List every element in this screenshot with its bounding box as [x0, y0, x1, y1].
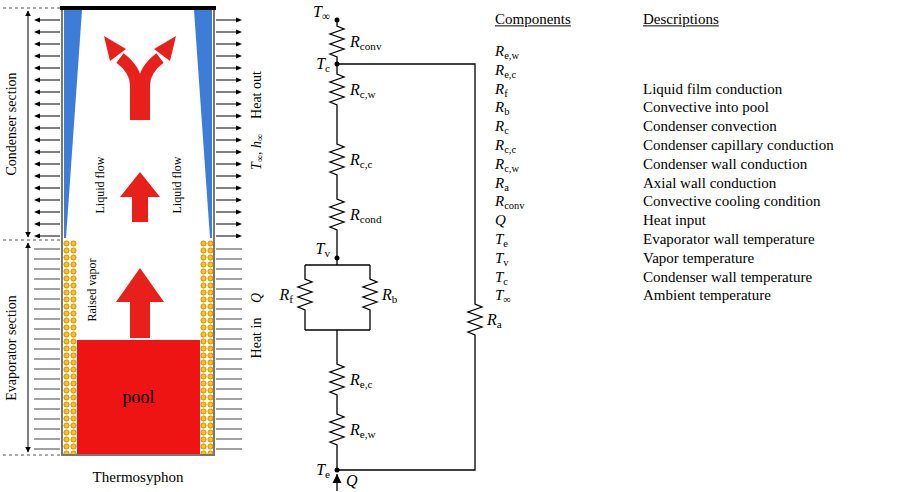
resistor-label: Rconv [350, 33, 382, 51]
resistor-label: Rb [382, 286, 397, 304]
temperature-label: Tc [316, 55, 330, 73]
liquid-film [64, 10, 82, 238]
temperature-label: Te [316, 461, 330, 479]
section-label: Evaporator section [4, 295, 20, 400]
resistor-label: Rcond [350, 206, 382, 224]
pool-region: pool [77, 340, 200, 454]
resistor-label: Re,w [350, 421, 376, 439]
tube-cap [60, 6, 216, 10]
component-symbol: Tv [495, 250, 509, 267]
column-header: Descriptions [643, 11, 719, 28]
resistor-label: Rc,w [350, 81, 376, 99]
resistor-label: Rc,c [350, 151, 373, 169]
resistor-label: Re,c [350, 371, 373, 389]
component-description: Evaporator wall temperature [643, 231, 815, 248]
column-header: Components [495, 11, 571, 28]
resistor-label: Ra [487, 311, 502, 329]
component-symbol: Te [495, 231, 508, 248]
component-description: Vapor temperature [643, 250, 754, 267]
figure-caption: Thermosyphon [93, 469, 184, 486]
liquid-film [194, 10, 212, 238]
heat-label: Heat in [249, 318, 265, 359]
resistance-network [298, 20, 482, 491]
temperature-label: T∞ [313, 3, 330, 21]
component-symbol: Rconv [495, 194, 525, 211]
ambient-label: T∞, h∞ [249, 134, 265, 170]
component-symbol: Rc,c [495, 137, 516, 154]
heat-symbol: Q [249, 293, 265, 303]
component-symbol: Re,w [495, 43, 519, 60]
boiling-bubbles [200, 240, 214, 454]
component-description: Condenser wall temperature [643, 269, 812, 286]
component-description: Condenser convection [643, 119, 777, 136]
component-description: Condenser wall conduction [643, 156, 807, 173]
component-symbol: Rb [495, 100, 509, 117]
vapor-arrows [104, 36, 176, 338]
heat-symbol: Q [346, 472, 358, 490]
component-symbol: Re,c [495, 62, 516, 79]
component-symbol: Q [495, 213, 506, 230]
component-description: Axial wall conduction [643, 175, 776, 192]
component-symbol: Ra [495, 175, 509, 192]
resistor-label: Rf [279, 286, 293, 304]
component-symbol: Rc [495, 119, 509, 136]
component-description: Convective into pool [643, 100, 769, 117]
component-symbol: Tc [495, 269, 508, 286]
flow-label: Liquid flow [171, 157, 185, 214]
network-nodes [335, 18, 340, 473]
section-label: Condenser section [4, 72, 20, 175]
component-description: Ambient temperature [643, 288, 771, 305]
heat-label: Heat out [249, 71, 265, 119]
component-symbol: Rc,w [495, 156, 519, 173]
component-description: Convective cooling condition [643, 194, 820, 211]
component-description: Liquid film conduction [643, 81, 782, 98]
component-description: Heat input [643, 213, 706, 230]
boiling-bubbles [63, 240, 77, 454]
section-brackets [3, 8, 60, 455]
component-description: Condenser capillary conduction [643, 137, 834, 154]
flow-label: Liquid flow [94, 157, 108, 214]
tube-body [62, 8, 214, 455]
region-label: pool [122, 387, 154, 408]
flow-label: Raised vapor [86, 259, 100, 322]
temperature-label: Tv [316, 240, 331, 258]
component-symbol: Rf [495, 81, 508, 98]
component-symbol: T∞ [495, 288, 511, 305]
